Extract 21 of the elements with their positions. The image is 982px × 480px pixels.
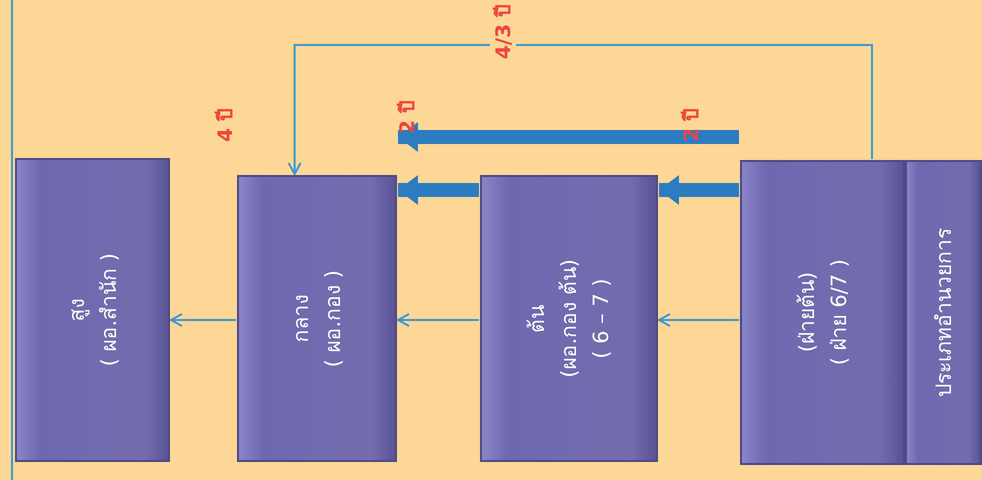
category-band — [905, 160, 982, 465]
box-text: ต้น (ผอ.กอง ต้น) ( 6 – 7 ) — [524, 259, 614, 378]
thick-arrow — [398, 122, 739, 152]
box-text: สูง ( ผอ.สำนัก ) — [64, 253, 122, 367]
arrow — [658, 313, 739, 327]
box-text: (ฝ่ายต้น) ( ฝ่าย 6/7 ) — [794, 259, 852, 366]
duration-label: 2 ปี — [396, 100, 418, 134]
level-box — [740, 160, 905, 465]
box-text: กลาง ( ผอ.กอง ) — [288, 270, 346, 368]
edge-label: 4/3 ปี — [490, 4, 516, 60]
box-text: ประเภทอำนวยการ — [930, 228, 956, 397]
level-box — [237, 175, 397, 462]
arrow — [397, 313, 479, 327]
duration-label: 4 ปี — [214, 108, 236, 142]
level-box — [480, 175, 658, 462]
arrow — [288, 44, 873, 175]
level-box — [15, 158, 170, 462]
arrow — [170, 313, 236, 327]
thick-arrow — [659, 175, 739, 205]
duration-label: 2 ปี — [680, 108, 702, 142]
thick-arrow — [398, 175, 479, 205]
